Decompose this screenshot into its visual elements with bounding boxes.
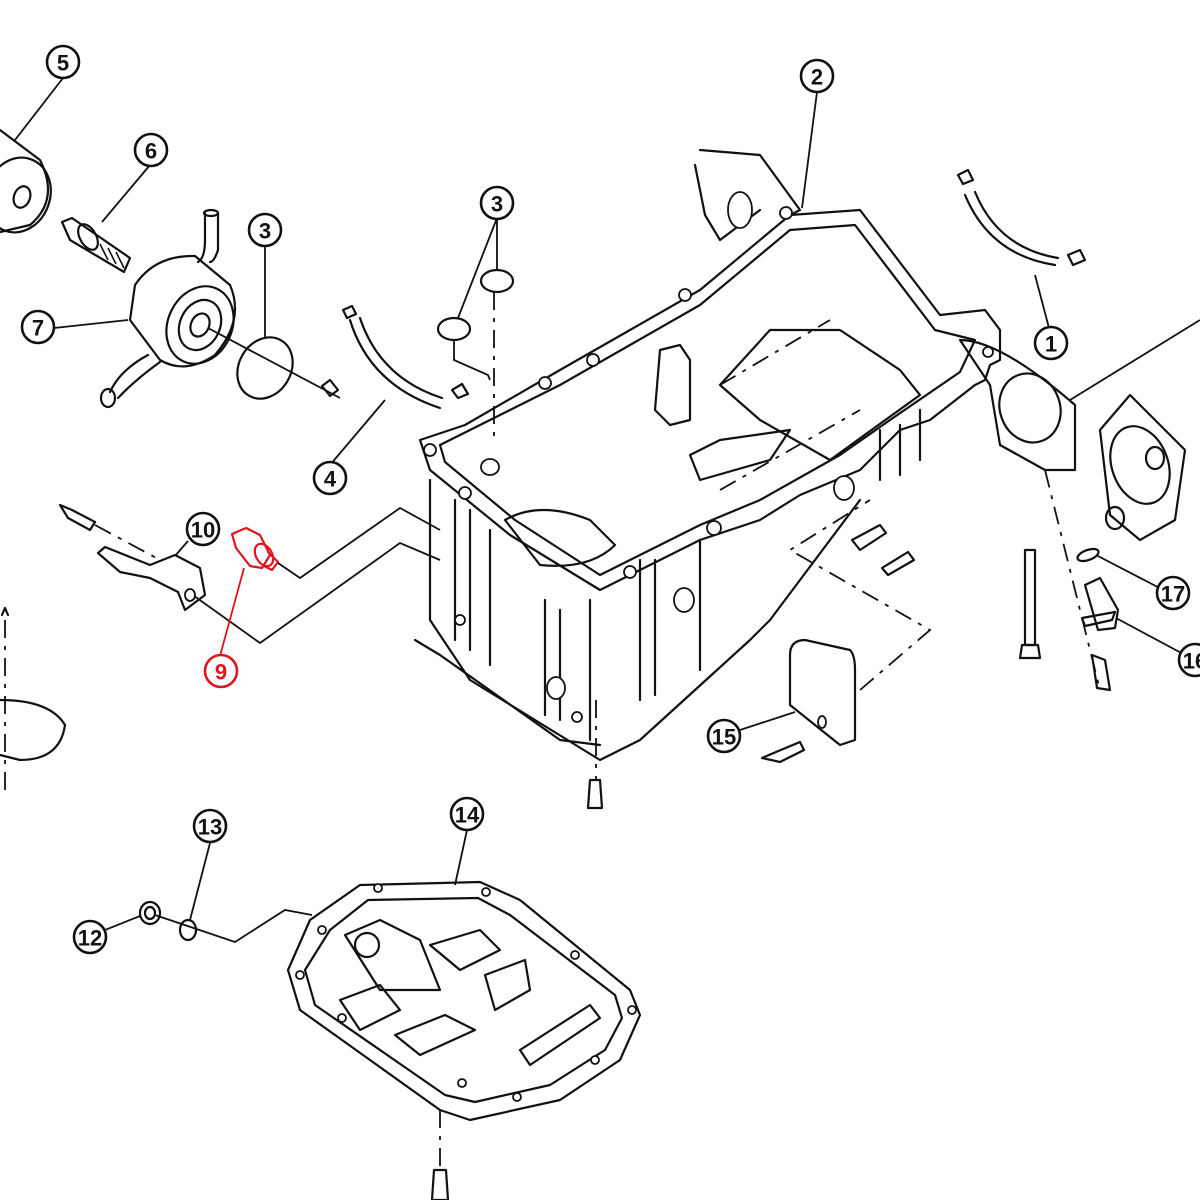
callout-4[interactable]: 4 xyxy=(312,460,348,496)
cover-bolt[interactable] xyxy=(760,740,806,764)
svg-text:15: 15 xyxy=(712,725,736,750)
sensor-o-ring-part[interactable] xyxy=(1076,547,1100,564)
bracket-bolt[interactable] xyxy=(58,503,161,561)
callout-17[interactable]: 17 xyxy=(1155,575,1191,611)
callout-16[interactable]: 16 xyxy=(1177,642,1200,678)
callout-2[interactable]: 2 xyxy=(799,58,835,94)
callout-3-pair[interactable]: 3 xyxy=(479,185,515,221)
svg-text:4: 4 xyxy=(324,467,337,492)
o-ring-small-2[interactable] xyxy=(479,268,515,294)
callout-3-cooler[interactable]: 3 xyxy=(247,212,283,248)
svg-text:1: 1 xyxy=(1045,332,1057,357)
oil-filter-part[interactable] xyxy=(0,128,61,242)
lower-oil-pan-part[interactable] xyxy=(286,880,642,1122)
svg-text:14: 14 xyxy=(455,803,480,828)
drain-plug-part[interactable] xyxy=(138,900,162,926)
callout-12[interactable]: 12 xyxy=(72,919,108,955)
o-ring-large[interactable] xyxy=(226,327,303,408)
crankshaft-sensor-part[interactable] xyxy=(1080,576,1120,632)
side-plate-part[interactable] xyxy=(1098,393,1187,542)
svg-text:5: 5 xyxy=(57,51,69,76)
svg-text:7: 7 xyxy=(32,316,44,341)
rear-oil-seal-part[interactable] xyxy=(956,168,1087,267)
svg-text:6: 6 xyxy=(145,139,157,164)
callout-7[interactable]: 7 xyxy=(20,309,56,345)
front-seal-part[interactable] xyxy=(341,304,470,410)
upper-pan-bolts[interactable] xyxy=(586,523,1112,810)
svg-text:13: 13 xyxy=(198,815,222,840)
svg-text:3: 3 xyxy=(491,192,503,217)
upper-oil-pan-part[interactable] xyxy=(413,148,1077,762)
dowel-pin xyxy=(320,378,340,398)
callout-10[interactable]: 10 xyxy=(185,511,221,547)
drain-washer-part[interactable] xyxy=(178,918,198,942)
callout-13[interactable]: 13 xyxy=(192,808,228,844)
connector-bolt-part[interactable] xyxy=(60,216,132,274)
callout-9[interactable]: 9 xyxy=(203,653,239,689)
svg-text:3: 3 xyxy=(259,219,271,244)
svg-text:10: 10 xyxy=(191,518,215,543)
svg-text:2: 2 xyxy=(811,65,823,90)
svg-text:17: 17 xyxy=(1161,582,1185,607)
oil-strainer-part[interactable] xyxy=(0,606,67,790)
callout-5[interactable]: 5 xyxy=(45,44,81,80)
svg-text:12: 12 xyxy=(78,926,102,951)
bracket-part[interactable] xyxy=(96,545,207,612)
rear-plate-cover-part[interactable] xyxy=(788,638,857,747)
svg-text:16: 16 xyxy=(1183,649,1200,674)
callout-14[interactable]: 14 xyxy=(449,796,485,832)
lower-pan-bolt[interactable] xyxy=(430,1168,450,1200)
o-ring-small-1[interactable] xyxy=(436,316,472,342)
callout-1[interactable]: 1 xyxy=(1033,325,1069,361)
callout-15[interactable]: 15 xyxy=(706,718,742,754)
callout-6[interactable]: 6 xyxy=(133,132,169,168)
svg-text:9: 9 xyxy=(215,660,227,685)
oil-pressure-switch-part[interactable] xyxy=(230,526,280,572)
oil-cooler-part[interactable] xyxy=(99,208,246,409)
